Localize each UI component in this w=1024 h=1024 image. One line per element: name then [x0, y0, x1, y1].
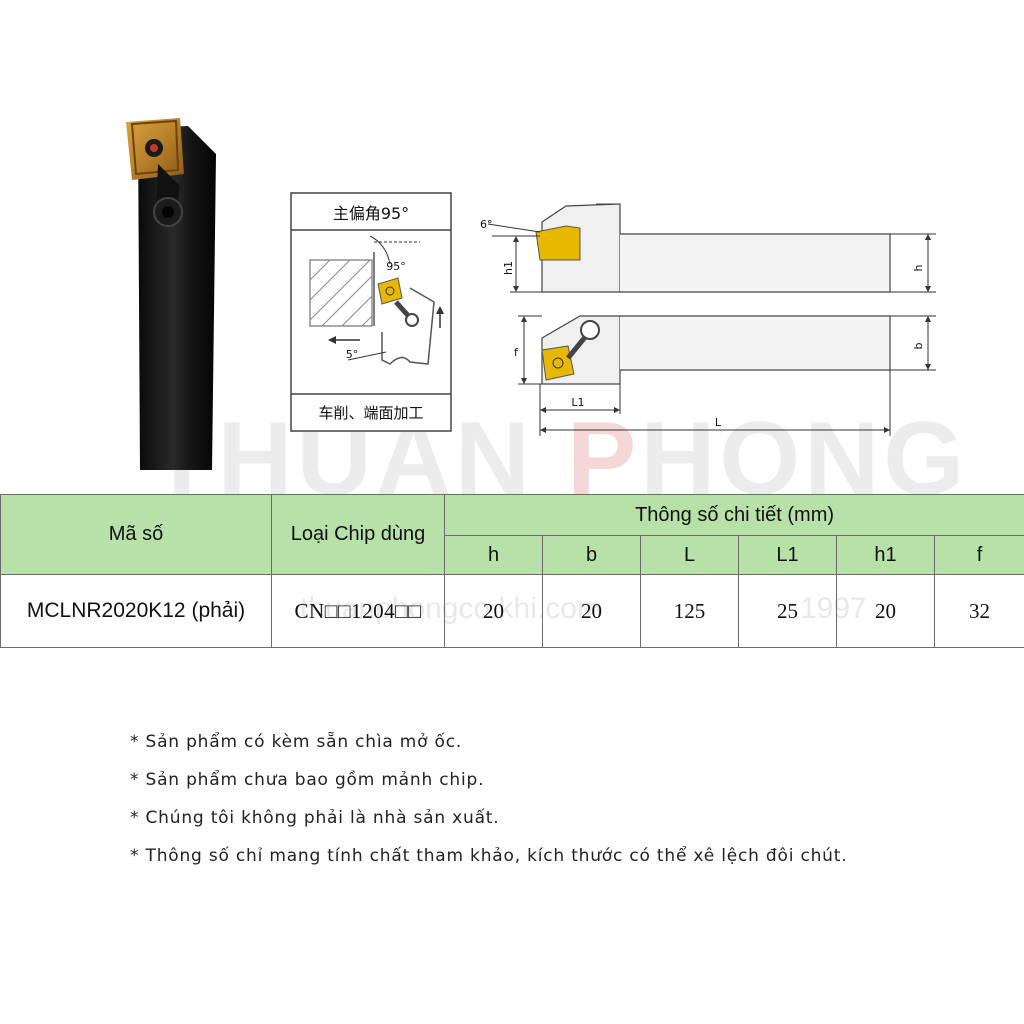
tool-holder-photo: [126, 118, 216, 470]
header-code: Mã số: [0, 494, 272, 575]
cell-L1: 25: [738, 574, 837, 648]
diagram-caption: 车削、端面加工: [318, 404, 423, 422]
dim-b-label: b: [912, 342, 925, 349]
cell-code: MCLNR2020K12 (phải): [0, 574, 272, 648]
cell-L: 125: [640, 574, 739, 648]
table-row: MCLNR2020K12 (phải) CN□□1204□□ 20 20 125…: [0, 574, 1024, 648]
dim-h1-label: h1: [502, 261, 515, 275]
dimension-drawing: 6° h1 h f b L1 L: [480, 203, 936, 436]
note-item: * Thông số chỉ mang tính chất tham khảo,…: [130, 846, 848, 866]
angle-title: 主偏角95°: [333, 204, 409, 223]
top-angle-label: 6°: [480, 218, 493, 231]
note-item: * Sản phẩm có kèm sẵn chìa mở ốc.: [130, 732, 463, 752]
spec-table: Mã số Loại Chip dùng Thông số chi tiết (…: [0, 494, 1024, 648]
note-item: * Chúng tôi không phải là nhà sản xuất.: [130, 808, 500, 828]
header-L: L: [640, 535, 739, 575]
header-L1: L1: [738, 535, 837, 575]
angle-label: 95°: [386, 260, 406, 273]
header-chip-type: Loại Chip dùng: [271, 494, 445, 575]
cell-h: 20: [444, 574, 543, 648]
note-item: * Sản phẩm chưa bao gồm mảnh chip.: [130, 770, 485, 790]
header-f: f: [933, 535, 1024, 575]
header-h1: h1: [836, 535, 935, 575]
dim-L1-label: L1: [571, 396, 584, 409]
cell-b: 20: [542, 574, 641, 648]
dim-h-label: h: [912, 264, 925, 271]
header-specs: Thông số chi tiết (mm): [443, 494, 1024, 536]
dim-L-label: L: [715, 416, 722, 429]
cell-h1: 20: [836, 574, 935, 648]
header-b: b: [542, 535, 641, 575]
cell-chip: CN□□1204□□: [271, 574, 445, 648]
cutting-angle-diagram: 主偏角95° 95° 5° 车削、端面加工: [290, 192, 452, 432]
relief-angle-label: 5°: [346, 348, 359, 361]
cell-f: 32: [933, 574, 1024, 648]
dim-f-label: f: [514, 346, 519, 359]
notes-list: * Sản phẩm có kèm sẵn chìa mở ốc. * Sản …: [130, 728, 1000, 880]
header-h: h: [444, 535, 543, 575]
